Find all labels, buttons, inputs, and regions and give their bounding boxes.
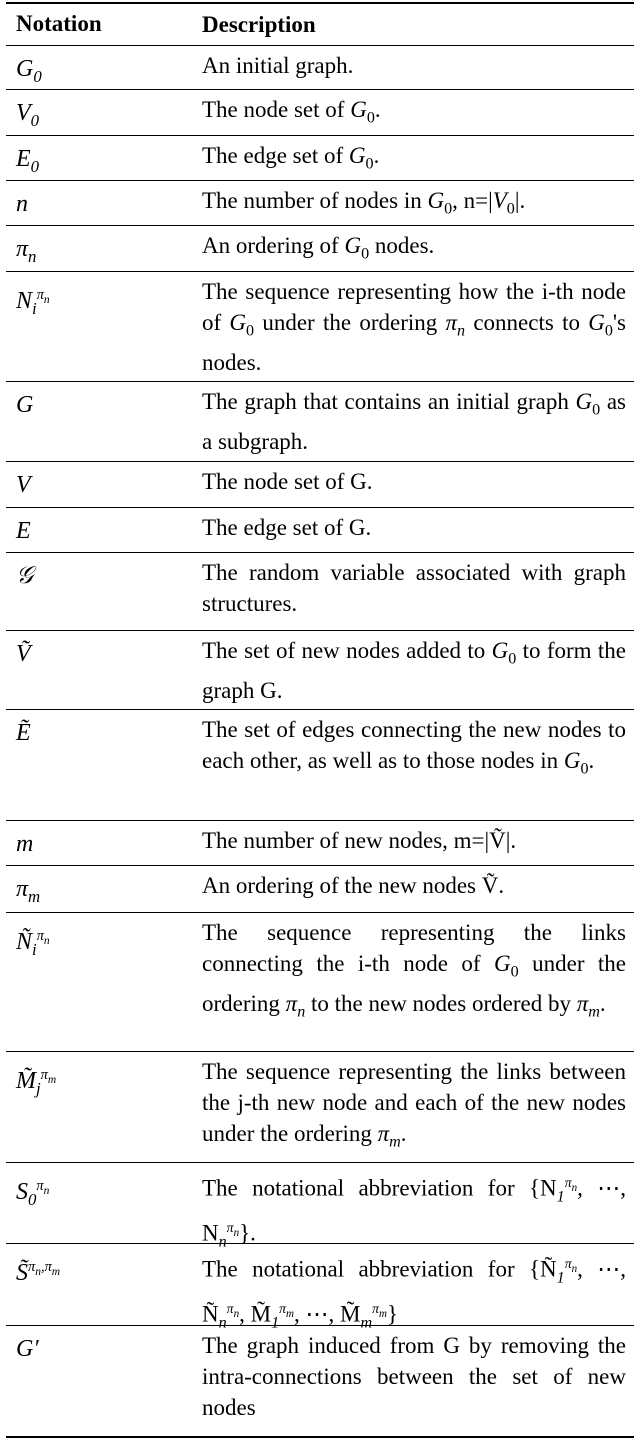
notation-cell: E0 [16, 146, 40, 176]
description-cell: The node set of G0. [202, 97, 381, 127]
description-cell: The set of new nodes added to G0 to form… [202, 638, 626, 703]
notation-cell: S̃πn,πm [16, 1259, 61, 1286]
notation-cell: 𝒢 [16, 563, 34, 589]
description-cell: The sequence representing the links betw… [202, 1059, 626, 1151]
table-row: Ṽ The set of new nodes added to G0 to for… [6, 631, 634, 710]
notation-cell: πm [16, 876, 41, 906]
description-cell: The sequence representing how the i-th n… [202, 279, 626, 375]
header-description: Description [202, 12, 316, 37]
notation-cell: V0 [16, 100, 40, 130]
notation-cell: S0πn [16, 1178, 50, 1209]
table-row: πm An ordering of the new nodes Ṽ. [6, 866, 634, 913]
description-cell: An initial graph. [202, 53, 354, 78]
notation-cell: πn [16, 236, 37, 266]
notation-cell: E [16, 518, 31, 544]
description-cell: The notational abbreviation for {N1πn, ⋯… [202, 1175, 626, 1251]
table-row: πn An ordering of G0 nodes. [6, 226, 634, 272]
description-cell: The notational abbreviation for {Ñ1πn, ⋯… [202, 1256, 626, 1332]
description-cell: The set of edges connecting the new node… [202, 717, 626, 778]
table-row: G0 An initial graph. [6, 46, 634, 90]
table-row: S̃πn,πm The notational abbreviation for {… [6, 1244, 634, 1332]
notation-cell: Ñiπn [16, 928, 50, 959]
notation-cell: m [16, 831, 34, 857]
notation-cell: G′ [16, 1336, 39, 1362]
description-cell: The sequence representing the links conn… [202, 920, 627, 1021]
table-row: n The number of nodes in G0, n=|V0|. [6, 181, 634, 226]
table-row: 𝒢 The random variable associated with gra… [6, 553, 634, 631]
table-row: E0 The edge set of G0. [6, 136, 634, 181]
notation-cell: Ṽ [16, 641, 31, 667]
table-row: V The node set of G. [6, 462, 634, 508]
table-row: Ẽ The set of edges connecting the new nod… [6, 710, 634, 821]
table-row: Niπn The sequence representing how the i-… [6, 272, 634, 382]
table-row: m The number of new nodes, m=|Ṽ|. [6, 821, 634, 866]
description-cell: The graph induced from G by removing the… [202, 1333, 626, 1420]
table-row: E The edge set of G. [6, 508, 634, 553]
description-cell: The edge set of G0. [202, 143, 380, 173]
description-cell: An ordering of G0 nodes. [202, 233, 435, 263]
description-cell: An ordering of the new nodes Ṽ. [202, 873, 505, 898]
description-cell: The number of nodes in G0, n=|V0|. [202, 188, 526, 218]
table-row: G The graph that contains an initial grap… [6, 382, 634, 462]
notation-cell: Ẽ [16, 720, 31, 746]
notation-table: Notation Description G0 An initial graph.… [6, 2, 634, 1438]
table-row: S0πn The notational abbreviation for {N1π… [6, 1163, 634, 1251]
table-row: M̃jπm The sequence representing the links… [6, 1052, 634, 1163]
header-notation: Notation [16, 11, 102, 36]
notation-cell: G0 [16, 56, 42, 86]
description-cell: The random variable associated with grap… [202, 560, 626, 616]
description-cell: The number of new nodes, m=|Ṽ|. [202, 828, 517, 853]
notation-cell: V [16, 472, 31, 498]
table-row: Ñiπn The sequence representing the links … [6, 913, 634, 1052]
description-cell: The graph that contains an initial graph… [202, 389, 626, 454]
table-row: G′ The graph induced from G by removing t… [6, 1326, 634, 1436]
notation-cell: Niπn [16, 287, 50, 318]
notation-cell: n [16, 191, 28, 217]
notation-cell: G [16, 392, 34, 418]
notation-cell: M̃jπm [16, 1067, 57, 1098]
description-cell: The edge set of G. [202, 515, 372, 540]
table-header-row: Notation Description [6, 4, 634, 46]
table-row: V0 The node set of G0. [6, 90, 634, 136]
description-cell: The node set of G. [202, 469, 373, 494]
